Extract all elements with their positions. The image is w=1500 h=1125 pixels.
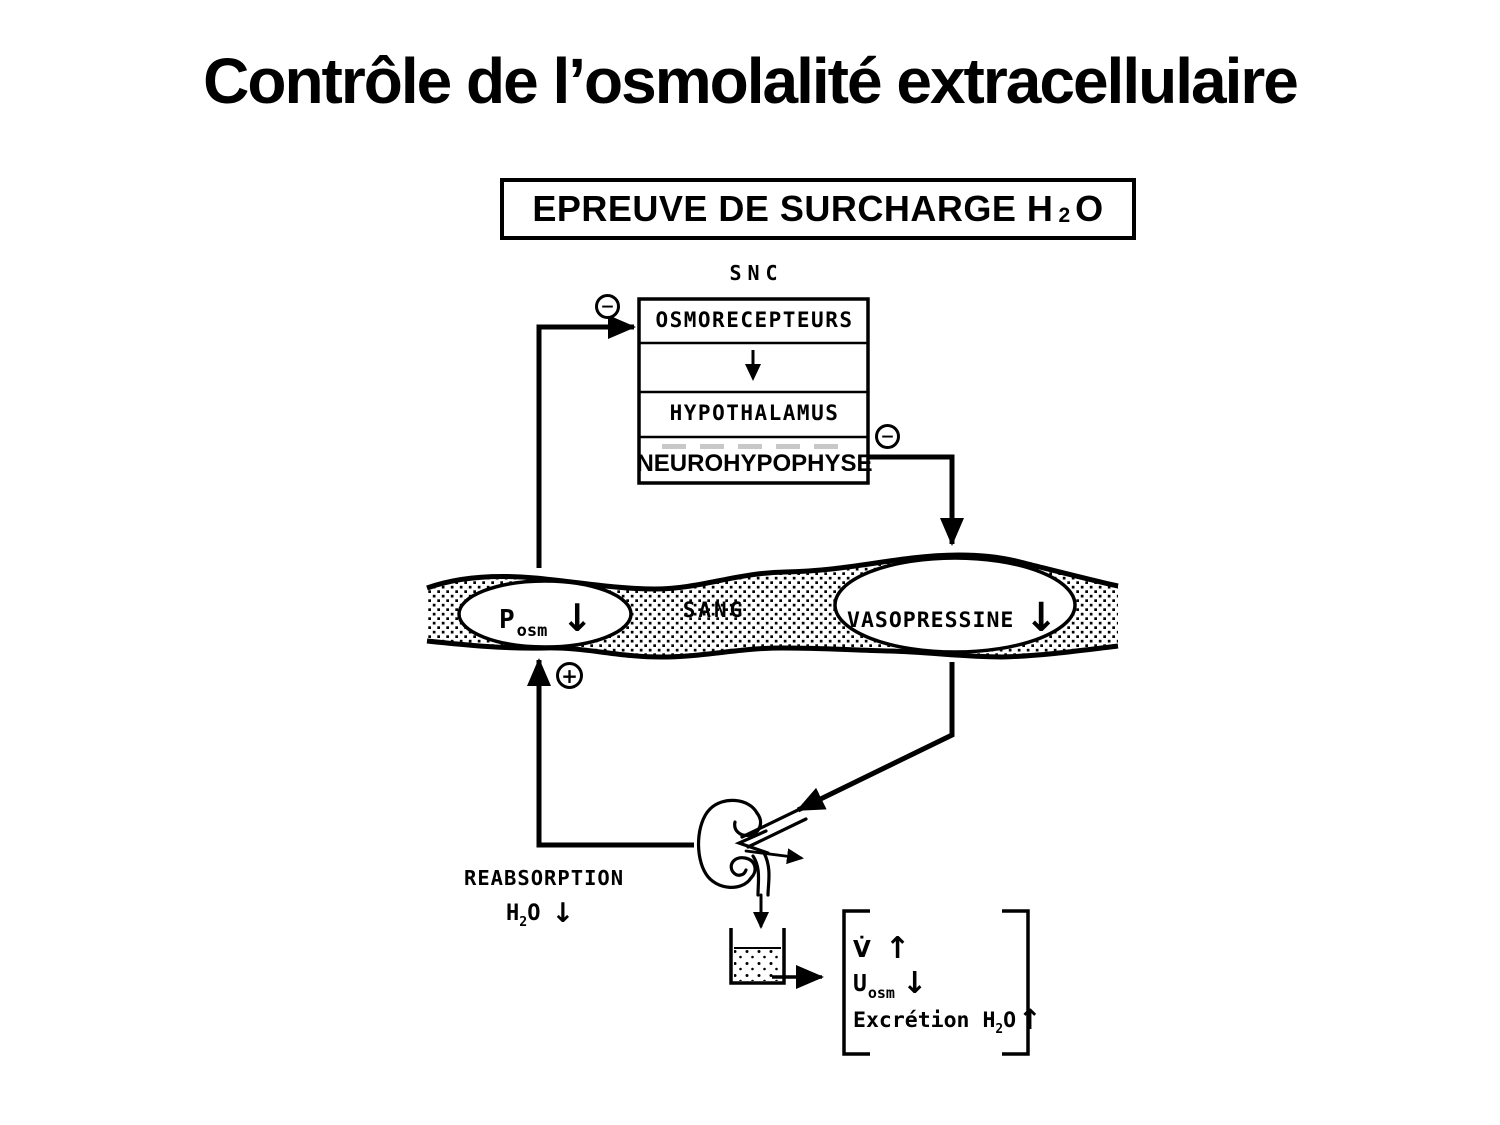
ureter-line [762,851,771,897]
up-arrow-icon: ↑ [1018,1003,1042,1036]
sang-label: SANG [682,598,746,622]
blood-band-top-edge [426,552,1119,592]
urine-flow-result: V̇ ↑ [853,931,910,966]
down-arrow-icon: ↓ [901,966,928,1001]
banner-subscript: 2 [1058,204,1071,227]
excretion-text: Excrétion H [853,1008,996,1033]
vasopressine-text: VASOPRESSINE [847,608,1015,633]
flow-symbol: V̇ [853,937,871,963]
banner-text-end: O [1075,188,1104,229]
reabsorption-label: REABSORPTION [464,866,625,890]
vasopressine-ellipse [833,556,1077,654]
hypothalamus-label: HYPOTHALAMUS [669,401,840,425]
uosm-subscript: osm [867,984,895,1002]
kidney-figure [696,798,808,929]
blood-band [426,552,1119,660]
neurohypophyse-label: NEUROHYPOPHYSE [636,450,873,477]
up-arrow-icon: ↑ [884,931,910,966]
posm-base: P [499,605,515,635]
right-bracket [1002,909,1030,1056]
minus-sign-icon: − [595,294,620,319]
down-arrow-icon: ↓ [561,596,594,640]
erased-text-smudge [662,444,850,449]
ureter-line [751,854,761,897]
kidney-to-posm-arrow [527,658,694,848]
down-arrow-icon: ↓ [551,898,575,929]
posm-to-osmoreceptors-arrow [536,315,636,568]
results-bracket [842,909,1030,1056]
osmorecepteurs-label: OSMORECEPTEURS [655,308,854,332]
posm-subscript: osm [516,621,548,641]
uosm-base: U [853,971,867,997]
urine-beaker [729,928,824,989]
vasopressine-to-kidney-arrow [796,662,955,813]
h2o-subscript: 2 [519,915,528,930]
renal-vessel-line [740,807,802,839]
h2o-end: O [527,901,541,926]
renal-outflow-arrow [744,848,804,865]
slide-title: Contrôle de l’osmolalité extracellulaire [203,45,1299,117]
neurohypophyse-to-vasopressine-arrow [868,454,964,546]
snc-label: SNC [729,261,784,285]
renal-vessel-line [746,817,808,849]
posm-ellipse [457,579,633,649]
plus-sign-icon: + [556,662,583,689]
cns-box [637,297,870,485]
minus-sign-icon: − [875,424,900,449]
vasopressine-label: VASOPRESSINE ↓ [847,594,1059,638]
h2o-base: H [506,901,520,926]
down-arrow-icon: ↓ [1024,595,1059,641]
excretion-end: O [1003,1008,1017,1033]
left-bracket [842,909,870,1056]
banner-text: EPREUVE DE SURCHARGE H [532,188,1054,229]
excretion-subscript: 2 [995,1022,1004,1037]
